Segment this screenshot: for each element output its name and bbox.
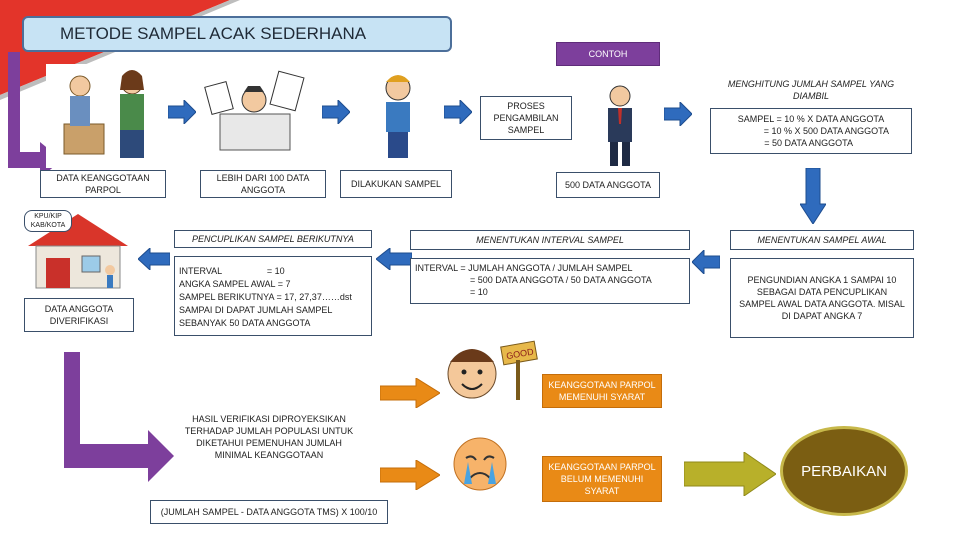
arrow-right-3 [444, 100, 472, 124]
arrow-right-4 [664, 102, 692, 126]
interval-line1: INTERVAL = JUMLAH ANGGOTA / JUMLAH SAMPE… [415, 263, 633, 273]
arrow-perbaikan [684, 452, 776, 496]
step-500-data: 500 DATA ANGGOTA [556, 172, 660, 198]
step-data-keanggotaan: DATA KEANGGOTAAN PARPOL [40, 170, 166, 198]
pencuplikan-line1: INTERVAL = 10 [179, 266, 285, 276]
menghitung-line3: = 50 DATA ANGGOTA [764, 138, 853, 148]
pencuplikan-line2: ANGKA SAMPEL AWAL = 7 [179, 279, 291, 289]
contoh-label: CONTOH [556, 42, 660, 66]
interval-line3: = 10 [470, 287, 488, 297]
menghitung-line2: = 10 % X 500 DATA ANGGOTA [763, 126, 889, 136]
arrow-right-1 [168, 100, 196, 124]
l-arrow-top [8, 52, 62, 178]
illustration-crying-face [450, 434, 510, 494]
l-arrow-bottom [64, 352, 174, 482]
title-text: METODE SAMPEL ACAK SEDERHANA [60, 24, 367, 43]
arrow-left-3 [138, 248, 170, 270]
arrow-left-2 [376, 248, 412, 270]
illustration-businessman [588, 80, 652, 170]
interval-line2: = 500 DATA ANGGOTA / 50 DATA ANGGOTA [470, 275, 652, 285]
awal-title: MENENTUKAN SAMPEL AWAL [730, 230, 914, 250]
good-sign-text: GOOD [506, 346, 535, 361]
arrow-memenuhi [380, 378, 440, 408]
memenuhi-box: KEANGGOTAAN PARPOL MEMENUHI SYARAT [542, 374, 662, 408]
arrow-down-1 [800, 168, 826, 224]
step-dilakukan: DILAKUKAN SAMPEL [340, 170, 452, 198]
perbaikan-button[interactable]: PERBAIKAN [780, 426, 908, 516]
pencuplikan-line3: SAMPEL BERIKUTNYA = 17, 27,37……dst [179, 292, 352, 302]
pencuplikan-line4: SAMPAI DI DAPAT JUMLAH SAMPEL [179, 305, 333, 315]
interval-box: INTERVAL = JUMLAH ANGGOTA / JUMLAH SAMPE… [410, 258, 690, 304]
kpu-label: KPU/KIP KAB/KOTA [24, 210, 72, 232]
rumus-box: (JUMLAH SAMPEL - DATA ANGGOTA TMS) X 100… [150, 500, 388, 524]
menghitung-title: MENGHITUNG JUMLAH SAMPEL YANG DIAMBIL [710, 76, 912, 104]
belum-box: KEANGGOTAAN PARPOL BELUM MEMENUHI SYARAT [542, 456, 662, 502]
hasil-verifikasi: HASIL VERIFIKASI DIPROYEKSIKAN TERHADAP … [176, 408, 362, 466]
step-lebih-dari: LEBIH DARI 100 DATA ANGGOTA [200, 170, 326, 198]
pencuplikan-title: PENCUPLIKAN SAMPEL BERIKUTNYA [174, 230, 372, 248]
step-proses: PROSES PENGAMBILAN SAMPEL [480, 96, 572, 140]
arrow-left-1 [692, 250, 720, 274]
menghitung-line1: SAMPEL = 10 % X DATA ANGGOTA [737, 114, 885, 124]
awal-box: PENGUNDIAN ANGKA 1 SAMPAI 10 SEBAGAI DAT… [730, 258, 914, 338]
arrow-belum [380, 460, 440, 490]
page-title: METODE SAMPEL ACAK SEDERHANA [22, 16, 452, 52]
menghitung-box: SAMPEL = 10 % X DATA ANGGOTA = 10 % X 50… [710, 108, 912, 154]
illustration-boy [372, 70, 424, 166]
arrow-right-2 [322, 100, 350, 124]
interval-title: MENENTUKAN INTERVAL SAMPEL [410, 230, 690, 250]
illustration-people-boxes [46, 64, 164, 168]
perbaikan-label: PERBAIKAN [801, 462, 887, 480]
illustration-paperwork [200, 64, 316, 160]
pencuplikan-line5: SEBANYAK 50 DATA ANGGOTA [179, 318, 311, 328]
pencuplikan-box: INTERVAL = 10 ANGKA SAMPEL AWAL = 7 SAMP… [174, 256, 372, 336]
illustration-house [22, 210, 134, 292]
data-verified: DATA ANGGOTA DIVERIFIKASI [24, 298, 134, 332]
illustration-good-sign: GOOD [438, 322, 540, 412]
